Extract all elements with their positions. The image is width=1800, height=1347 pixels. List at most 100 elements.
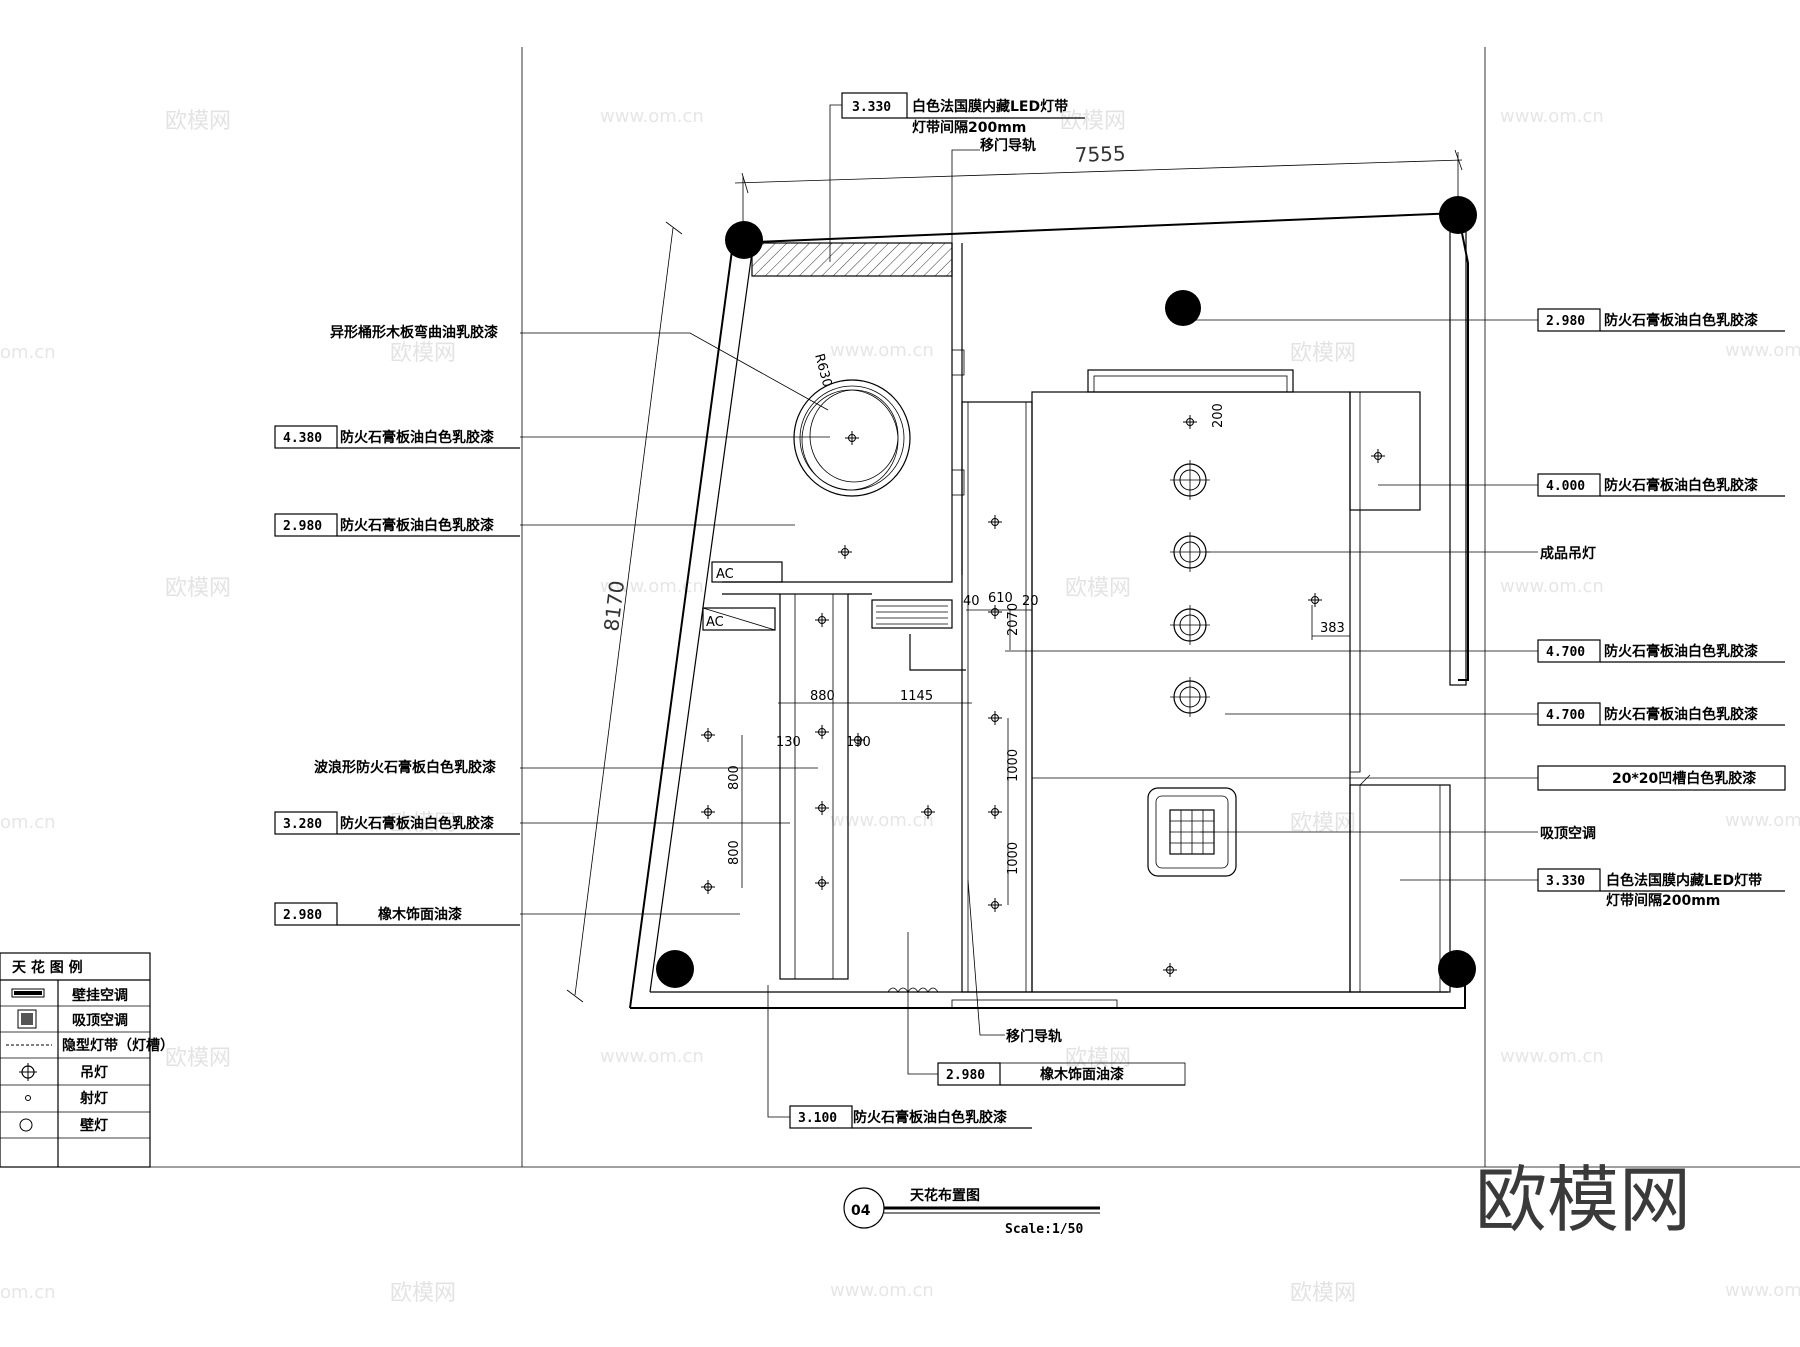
annotations-left: 异形桶形木板弯曲油乳胶漆 4.380 防火石膏板油白色乳胶漆 2.980 防火石… — [274, 324, 830, 926]
watermark: 欧模网 — [1290, 341, 1356, 366]
annotation-height: 3.280 — [283, 817, 322, 832]
dimension: 1145 — [900, 689, 933, 704]
column — [1439, 196, 1477, 234]
dimension: 800 — [727, 765, 742, 790]
drawing-scale: Scale:1/50 — [1005, 1222, 1083, 1237]
watermark: 欧模网 — [165, 109, 231, 134]
watermark: 欧模网 — [165, 1046, 231, 1071]
column — [656, 950, 694, 988]
legend-label: 壁灯 — [80, 1117, 108, 1134]
dimension: 130 — [846, 735, 871, 750]
annotation-text: 白色法国膜内藏LED灯带 — [1606, 872, 1762, 889]
dimension: 800 — [727, 840, 742, 865]
watermark: 欧模网 — [390, 811, 456, 836]
column — [725, 221, 763, 259]
legend-label: 射灯 — [79, 1090, 108, 1107]
annotation-text: 波浪形防火石膏板白色乳胶漆 — [314, 759, 496, 776]
overall-dimensions: 7555 8170 — [566, 141, 1463, 1003]
watermark-layer: 欧模网 www.om.cn 欧模网 www.om.cn om.cn 欧模网 ww… — [0, 106, 1800, 1306]
pendant-light-icon — [19, 1063, 37, 1081]
annotation-text: 防火石膏板油白色乳胶漆 — [340, 429, 494, 446]
annotation-height: 3.100 — [798, 1111, 837, 1126]
dimension: 610 — [988, 591, 1013, 606]
watermark-url: www.om.cn — [1500, 106, 1604, 127]
watermark: 欧模网 — [165, 576, 231, 601]
watermark-url: www.om.cn — [600, 576, 704, 597]
annotation-height: 4.700 — [1546, 708, 1585, 723]
spot-light-icon — [25, 1095, 31, 1101]
hatched-beam — [751, 242, 953, 277]
watermark: 欧模网 — [390, 341, 456, 366]
round-ceiling — [793, 379, 911, 497]
annotation-text: 防火石膏板油白色乳胶漆 — [1604, 643, 1758, 660]
dimension: 20 — [1022, 594, 1039, 609]
dimension: 2070 — [1006, 603, 1021, 636]
ac-tag: AC — [716, 567, 734, 582]
annotation-text: 防火石膏板油白色乳胶漆 — [1604, 477, 1758, 494]
watermark: 欧模网 — [1060, 109, 1126, 134]
annotation-text: 成品吊灯 — [1540, 545, 1596, 562]
floor-plan-walls — [629, 196, 1477, 1009]
annotation-top: 3.330 白色法国膜内藏LED灯带 灯带间隔200mm 移门导轨 — [829, 92, 1085, 520]
annotation-height: 2.980 — [283, 908, 322, 923]
watermark-url: www.om.cn — [1725, 810, 1800, 831]
annotation-height: 2.980 — [946, 1068, 985, 1083]
annotation-height: 3.330 — [1546, 874, 1585, 889]
annotation-text: 移门导轨 — [980, 137, 1036, 154]
annotation-text: 移门导轨 — [1006, 1028, 1062, 1045]
dimension: 1000 — [1006, 749, 1021, 782]
watermark-url: www.om.cn — [1500, 1046, 1604, 1067]
watermark-url: www.om.cn — [1725, 1280, 1800, 1301]
dimension: 200 — [1211, 403, 1226, 428]
wall-light-icon — [19, 1118, 33, 1132]
watermark-url: www.om.cn — [830, 1280, 934, 1301]
watermark-url: om.cn — [0, 812, 56, 833]
watermark: 欧模网 — [390, 1281, 456, 1306]
annotation-height: 2.980 — [1546, 314, 1585, 329]
annotation-text: 异形桶形木板弯曲油乳胶漆 — [330, 324, 498, 341]
watermark-url: www.om.cn — [600, 106, 704, 127]
dimension-total-height: 8170 — [599, 579, 629, 632]
annotation-sub: 灯带间隔200mm — [1606, 892, 1720, 909]
annotation-text: 防火石膏板油白色乳胶漆 — [1604, 312, 1758, 329]
column — [1438, 950, 1476, 988]
column — [1165, 290, 1201, 326]
drawing-title: 天花布置图 — [910, 1187, 980, 1204]
annotations-bottom: 移门导轨 2.980 橡木饰面油漆 3.100 防火石膏板油白色乳胶漆 — [767, 879, 1186, 1129]
annotation-text: 橡木饰面油漆 — [378, 906, 462, 923]
main-room — [1031, 391, 1351, 993]
dimension-total-width: 7555 — [1074, 141, 1126, 167]
watermark: 欧模网 — [1065, 1046, 1131, 1071]
sheet-frame — [0, 47, 1800, 1168]
annotation-height: 2.980 — [283, 519, 322, 534]
drawing-title-block: 04 天花布置图 Scale:1/50 — [843, 1187, 1100, 1237]
watermark: 欧模网 — [1065, 576, 1131, 601]
watermark-url: om.cn — [0, 342, 56, 363]
annotation-height: 4.380 — [283, 431, 322, 446]
ceiling-legend: 天 花 图 例 壁挂空调 吸顶空调 隐型灯带（灯槽） 吊灯 射灯 壁灯 — [0, 952, 174, 1168]
watermark-url: www.om.cn — [830, 340, 934, 361]
linear-vent — [871, 599, 953, 629]
annotation-sub: 灯带间隔200mm — [912, 119, 1026, 136]
legend-label: 隐型灯带（灯槽） — [62, 1037, 174, 1054]
legend-label: 吸顶空调 — [72, 1012, 128, 1029]
watermark-url: www.om.cn — [600, 1046, 704, 1067]
dimension: 880 — [810, 689, 835, 704]
wall-ac-icon — [11, 988, 45, 998]
watermark: 欧模网 — [1290, 1281, 1356, 1306]
annotation-text: 防火石膏板油白色乳胶漆 — [853, 1109, 1007, 1126]
dimension: 383 — [1320, 621, 1345, 636]
legend-label: 吊灯 — [80, 1064, 108, 1081]
dimension: 40 — [963, 594, 980, 609]
annotation-text: 橡木饰面油漆 — [1040, 1066, 1124, 1083]
legend-label: 壁挂空调 — [72, 987, 128, 1004]
dimension: 130 — [776, 735, 801, 750]
watermark-url: om.cn — [0, 1282, 56, 1303]
annotation-text: 防火石膏板油白色乳胶漆 — [1604, 706, 1758, 723]
annotation-text: 吸顶空调 — [1540, 825, 1596, 842]
legend-title: 天 花 图 例 — [12, 959, 83, 976]
annotation-text: 20*20凹槽白色乳胶漆 — [1612, 770, 1756, 787]
watermark-url: www.om.cn — [1725, 340, 1800, 361]
annotation-height: 3.330 — [852, 100, 891, 115]
